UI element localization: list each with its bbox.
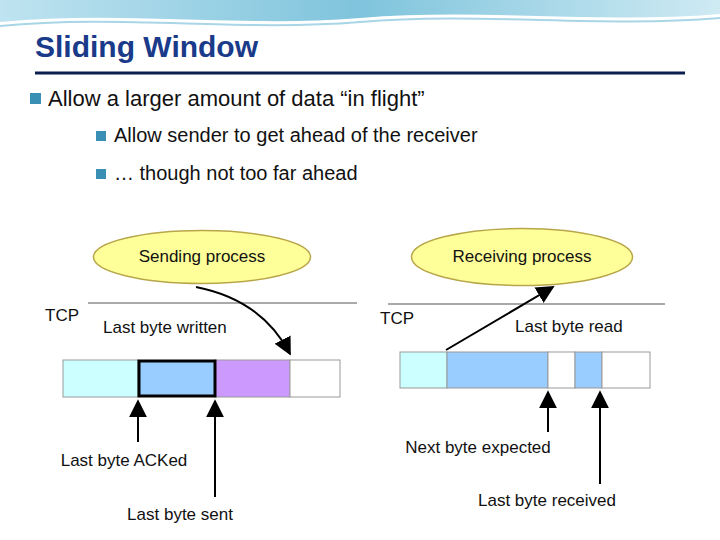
banner-wave: [0, 18, 720, 26]
process-name: Receiving process: [453, 247, 592, 267]
title-rule: [35, 72, 685, 75]
layer-label: TCP: [45, 306, 79, 326]
pointer-arrow: [599, 392, 601, 484]
bullet: [96, 169, 106, 179]
layer-label: TCP: [380, 309, 414, 329]
process-name: Sending process: [139, 247, 266, 267]
pointer-label: Last byte received: [478, 491, 616, 511]
pointer-label: Last byte ACKed: [61, 451, 188, 471]
bullet: [96, 131, 106, 141]
bullet-text: Allow a larger amount of data “in flight…: [48, 86, 425, 111]
bullet-text: Allow sender to get ahead of the receive…: [114, 124, 478, 147]
pointer-arrow: [547, 392, 549, 432]
banner: [0, 0, 720, 22]
process-ellipse: Receiving process: [410, 227, 634, 287]
bullet: [30, 93, 41, 104]
pointer-label: Next byte expected: [405, 438, 551, 458]
slide-title: Sliding Window: [35, 30, 258, 64]
tcp-rule: [88, 303, 357, 304]
pointer-label: Last byte read: [515, 317, 623, 337]
pointer-label: Last byte written: [103, 318, 227, 338]
bullet-text: … though not too far ahead: [114, 162, 358, 185]
pointer-arrow: [137, 401, 139, 442]
pointer-label: Last byte sent: [127, 505, 233, 525]
receiver-buffer: [400, 352, 650, 388]
sender-buffer: [63, 360, 340, 397]
process-ellipse: Sending process: [92, 229, 312, 285]
pointer-arrow: [214, 401, 216, 497]
